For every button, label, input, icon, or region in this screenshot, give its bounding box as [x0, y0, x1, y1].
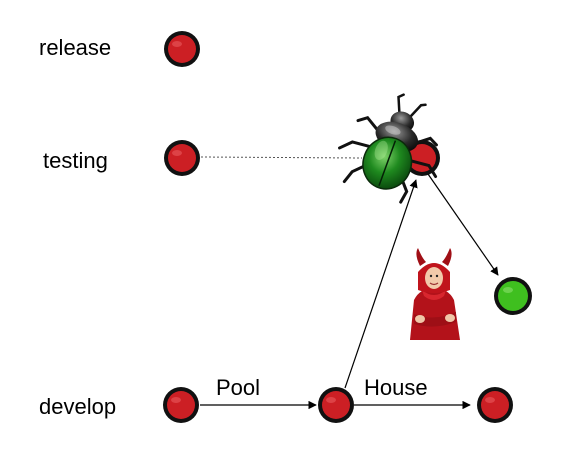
node-develop-pool[interactable]: [318, 387, 354, 423]
node-testing[interactable]: [164, 140, 200, 176]
node-develop-start[interactable]: [163, 387, 199, 423]
edge-develop-to-testing-arrow: [344, 179, 418, 389]
node-develop-house[interactable]: [477, 387, 513, 423]
edge-label-pool: Pool: [216, 375, 260, 400]
edge-label-house: House: [364, 375, 428, 400]
node-release[interactable]: [164, 31, 200, 67]
testing-dotted-connector: [200, 156, 363, 159]
devil-figure-icon: [410, 248, 460, 340]
node-merged-green[interactable]: [494, 277, 532, 315]
beetle-icon: [338, 93, 438, 204]
lane-label-release: release: [39, 35, 111, 60]
edge-testing-to-merged-arrow: [427, 173, 499, 276]
lane-label-testing: testing: [43, 148, 108, 173]
lane-label-develop: develop: [39, 394, 116, 419]
